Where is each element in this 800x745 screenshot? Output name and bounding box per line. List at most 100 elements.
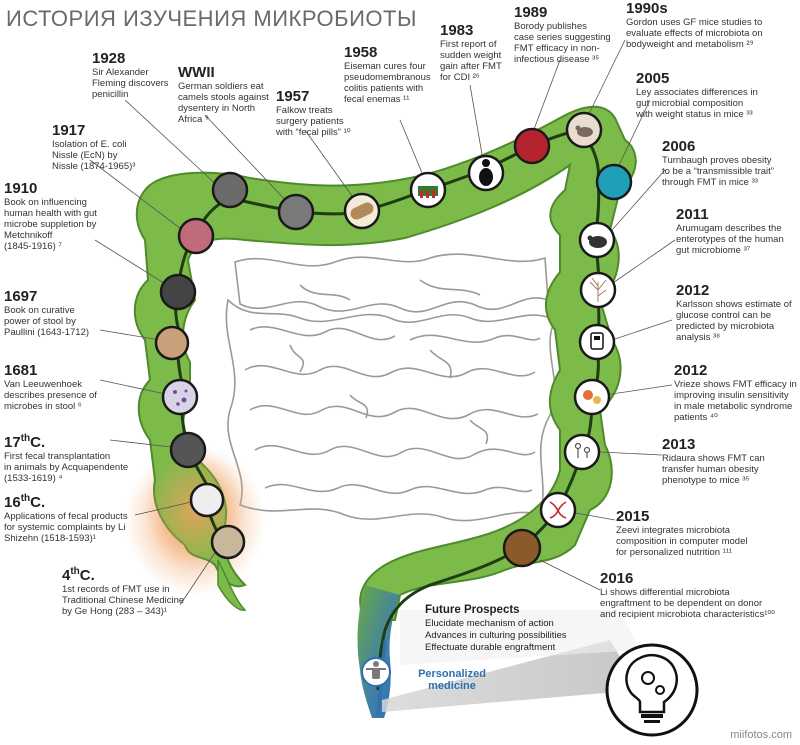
black-mouse-icon [587, 235, 607, 248]
event-desc-line: by Ge Hong (283 – 343)¹ [62, 606, 168, 617]
event-desc-line: Karlsson shows estimate of [676, 299, 792, 310]
pill-icon [350, 202, 374, 220]
event-desc-line: penicillin [92, 89, 129, 100]
event-2012-karlsson: 2012 Karlsson shows estimate of glucose … [676, 282, 798, 343]
event-year: 1928 [92, 50, 126, 67]
event-desc-line: for personalized nutrition ¹¹¹ [616, 547, 733, 558]
event-desc-line: Turnbaugh proves obesity [662, 155, 772, 166]
event-1681: 1681 Van Leeuwenhoek describes presence … [4, 362, 134, 412]
marker-4th-century [210, 524, 246, 560]
event-desc-line: Fleming discovers [92, 78, 169, 89]
event-1983: 1983 First report of sudden weight gain … [440, 22, 520, 83]
event-desc-line: for CDI ²⁶ [440, 72, 480, 83]
event-year: 2006 [662, 138, 696, 155]
event-1989: 1989 Borody publishes case series sugges… [514, 4, 624, 65]
event-1910: 1910 Book on influencing human health wi… [4, 180, 129, 252]
event-desc-line: Metchnikoff [4, 230, 53, 241]
event-year: 2013 [662, 436, 696, 453]
event-desc-line: Arumugam describes the [676, 223, 782, 234]
future-prospect-item: Elucidate mechanism of action [425, 618, 554, 629]
event-desc-line: transfer human obesity [662, 464, 759, 475]
event-desc-line: case series suggesting [514, 32, 611, 43]
event-desc-line: Shizehn (1518-1593)¹ [4, 533, 96, 544]
event-desc-line: predicted by microbiota [676, 321, 775, 332]
future-prospect-item: Effectuate durable engraftment [425, 642, 556, 653]
event-desc-line: enterotypes of the human [676, 234, 784, 245]
event-desc-line: patients ⁴⁰ [674, 412, 718, 423]
event-17th-century: 17thC. First fecal transplantation in an… [4, 430, 154, 484]
event-desc-line: (1533-1619) ⁴ [4, 473, 63, 484]
event-desc-line: gain after FMT [440, 61, 502, 72]
future-beam [382, 640, 640, 712]
marker-1917 [177, 217, 215, 255]
future-prospects: Future Prospects Elucidate mechanism of … [425, 604, 567, 654]
event-desc-line: Book on influencing [4, 197, 87, 208]
event-desc-line: Nissle (EcN) by [52, 150, 118, 161]
event-desc-line: human health with gut [4, 208, 97, 219]
event-desc-line: Vrieze shows FMT efficacy in [674, 379, 797, 390]
event-desc-line: Africa ⁹ [178, 114, 209, 125]
event-desc-line: pseudomembranous [344, 72, 431, 83]
event-1697: 1697 Book on curative power of stool by … [4, 288, 124, 338]
page-title: ИСТОРИЯ ИЗУЧЕНИЯ МИКРОБИОТЫ [6, 6, 417, 31]
event-desc-line: Falkow treats [276, 105, 333, 116]
leader-lines [89, 39, 676, 606]
event-desc-line: Isolation of E. coli [52, 139, 127, 150]
event-desc-line: Van Leeuwenhoek [4, 379, 82, 390]
event-desc-line: Applications of fecal products [4, 511, 128, 522]
event-desc-line: Traditional Chinese Medicine [62, 595, 185, 606]
event-year: 1681 [4, 362, 38, 379]
event-desc-line: fecal enemas ¹¹ [344, 94, 410, 105]
event-desc-line: with weight status in mice ³³ [636, 109, 753, 120]
event-year: 2005 [636, 70, 670, 87]
event-desc-line: in animals by Acquapendente [4, 462, 129, 473]
event-desc-line: engraftment to be dependent on donor [600, 598, 763, 609]
event-desc-line: composition in computer model [616, 536, 748, 547]
human-mouse-icon [574, 442, 591, 458]
event-desc-line: dysentery in North [178, 103, 256, 114]
event-year: 17thC. [4, 433, 46, 451]
event-desc-line: gut microbial composition [636, 98, 744, 109]
event-2005: 2005 Ley associates differences in gut m… [636, 70, 796, 120]
event-desc-line: Nissle (1874-1965)³ [52, 161, 136, 172]
marker-1910 [159, 273, 197, 311]
marker-wwii [277, 193, 315, 231]
event-desc-line: Ridaura shows FMT can [662, 453, 765, 464]
event-year: 1957 [276, 88, 310, 105]
dna-icon [549, 501, 567, 519]
event-desc-line: 1st records of FMT use in [62, 584, 170, 595]
marker-16th-century [189, 482, 225, 518]
marker-2016 [502, 528, 542, 568]
event-1928: 1928 Sir Alexander Fleming discovers pen… [92, 50, 192, 100]
event-desc-line: Gordon uses GF mice studies to [626, 17, 763, 28]
event-desc-line: FMT efficacy in non- [514, 43, 600, 54]
event-desc-line: Borody publishes [514, 21, 587, 32]
event-desc-line: Paullini (1643-1712) [4, 327, 90, 338]
event-desc-line: camels stools against [178, 92, 269, 103]
event-desc-line: with “fecal pills” ¹⁰ [276, 127, 351, 138]
marker-1928 [211, 171, 249, 209]
marker-icons [173, 125, 607, 519]
event-desc-line: Sir Alexander [92, 67, 149, 78]
event-wwii: WWII German soldiers eat camels stools a… [178, 64, 288, 125]
event-2011: 2011 Arumugam describes the enterotypes … [676, 206, 798, 256]
event-desc-line: microbes in stool ⁶ [4, 401, 82, 412]
event-year: 16thC. [4, 493, 46, 511]
event-desc-line: First fecal transplantation [4, 451, 111, 462]
event-desc-line: to be a “transmissible trait” [662, 166, 774, 177]
event-16th-century: 16thC. Applications of fecal products fo… [4, 490, 174, 544]
marker-17th-century [169, 431, 207, 469]
event-year: 1697 [4, 288, 38, 305]
event-desc-line: power of stool by [4, 316, 76, 327]
petri-icon [418, 186, 438, 198]
event-desc-line: glucose control can be [676, 310, 772, 321]
event-desc-line: analysis ³⁸ [676, 332, 721, 343]
event-1957: 1957 Falkow treats surgery patients with… [276, 88, 366, 138]
event-1917: 1917 Isolation of E. coli Nissle (EcN) b… [52, 122, 162, 172]
event-year: WWII [178, 64, 215, 81]
event-desc-line: for systemic complaints by Li [4, 522, 126, 533]
event-year: 2012 [676, 282, 710, 299]
event-desc-line: bodyweight and metabolism ²⁹ [626, 39, 754, 50]
event-1958: 1958 Eiseman cures four pseudomembranous… [344, 44, 444, 105]
